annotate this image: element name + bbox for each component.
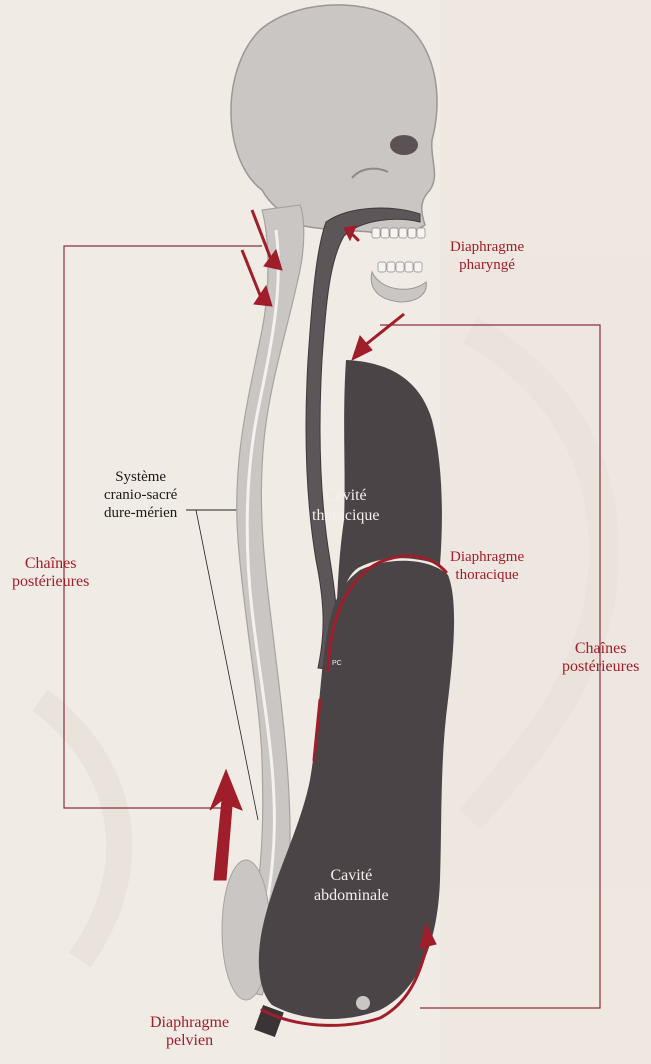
label-line: Chaînes: [24, 555, 77, 572]
label-diaphragme-thoracique: Diaphragme thoracique: [450, 548, 524, 584]
label-line: postérieures: [562, 658, 640, 675]
label-chaines-posterieures-right: Chaînes postérieures: [562, 640, 639, 676]
arrow-head-neck-2: [253, 284, 273, 307]
arrow-head-neck-1: [263, 248, 283, 271]
left-chain-frame: [63, 245, 262, 809]
label-pc: PC: [332, 660, 342, 667]
red-arrows: [209, 209, 437, 949]
label-cavite-thoracique: Cavité thoracique: [312, 486, 380, 526]
thoracic-diaphragm-line: [326, 554, 448, 672]
label-line: Cavité: [324, 487, 367, 504]
label-line: Diaphragme: [450, 239, 525, 255]
label-line: Chaînes: [574, 640, 627, 657]
background-page-texture: [32, 0, 651, 1064]
red-diaphragm-accents: [260, 230, 448, 1027]
pelvic-nodule: [356, 996, 370, 1010]
arrow-head-throat: [351, 335, 373, 361]
label-cavite-abdominale: Cavité abdominale: [314, 866, 389, 906]
label-line: Cavité: [330, 867, 373, 884]
coccyx-stub: [254, 1005, 284, 1037]
pelvic-diaphragm-line: [260, 938, 430, 1027]
label-systeme-cranio-sacre: Système cranio-sacré dure-mérien: [104, 468, 177, 522]
skull: [230, 4, 438, 303]
label-line: thoracique: [455, 567, 519, 583]
label-line: pharyngé: [459, 257, 515, 273]
label-chaines-posterieures-left: Chaînes postérieures: [12, 555, 89, 591]
sacral-up-arrow: [209, 768, 243, 881]
right-chain-frame: [380, 324, 601, 1009]
thoracic-cavity: [336, 360, 442, 660]
cranio-sacre-leader-line-2: [195, 509, 259, 821]
pharyngeal-notch: [343, 225, 357, 242]
label-line: dure-mérien: [104, 505, 178, 521]
label-line: Diaphragme: [150, 1014, 230, 1031]
label-diaphragme-pharynge: Diaphragme pharyngé: [450, 238, 524, 274]
pelvic-up-arrow-head: [419, 922, 437, 949]
spinal-column: [235, 204, 305, 996]
airway-tube: [305, 207, 421, 671]
label-line: Système: [115, 469, 167, 485]
label-diaphragme-pelvien: Diaphragme pelvien: [150, 1014, 229, 1050]
spinal-canal: [245, 229, 280, 931]
abdominal-cavity: [258, 560, 455, 1020]
label-line: pelvien: [165, 1032, 214, 1049]
label-line: Diaphragme: [450, 549, 525, 565]
label-line: postérieures: [12, 573, 90, 590]
label-line: abdominale: [314, 887, 389, 904]
label-line: cranio-sacré: [104, 487, 178, 503]
posterior-tension-line: [312, 698, 322, 762]
label-line: thoracique: [312, 507, 380, 524]
chaines-posterieures-frame: [63, 245, 601, 1009]
